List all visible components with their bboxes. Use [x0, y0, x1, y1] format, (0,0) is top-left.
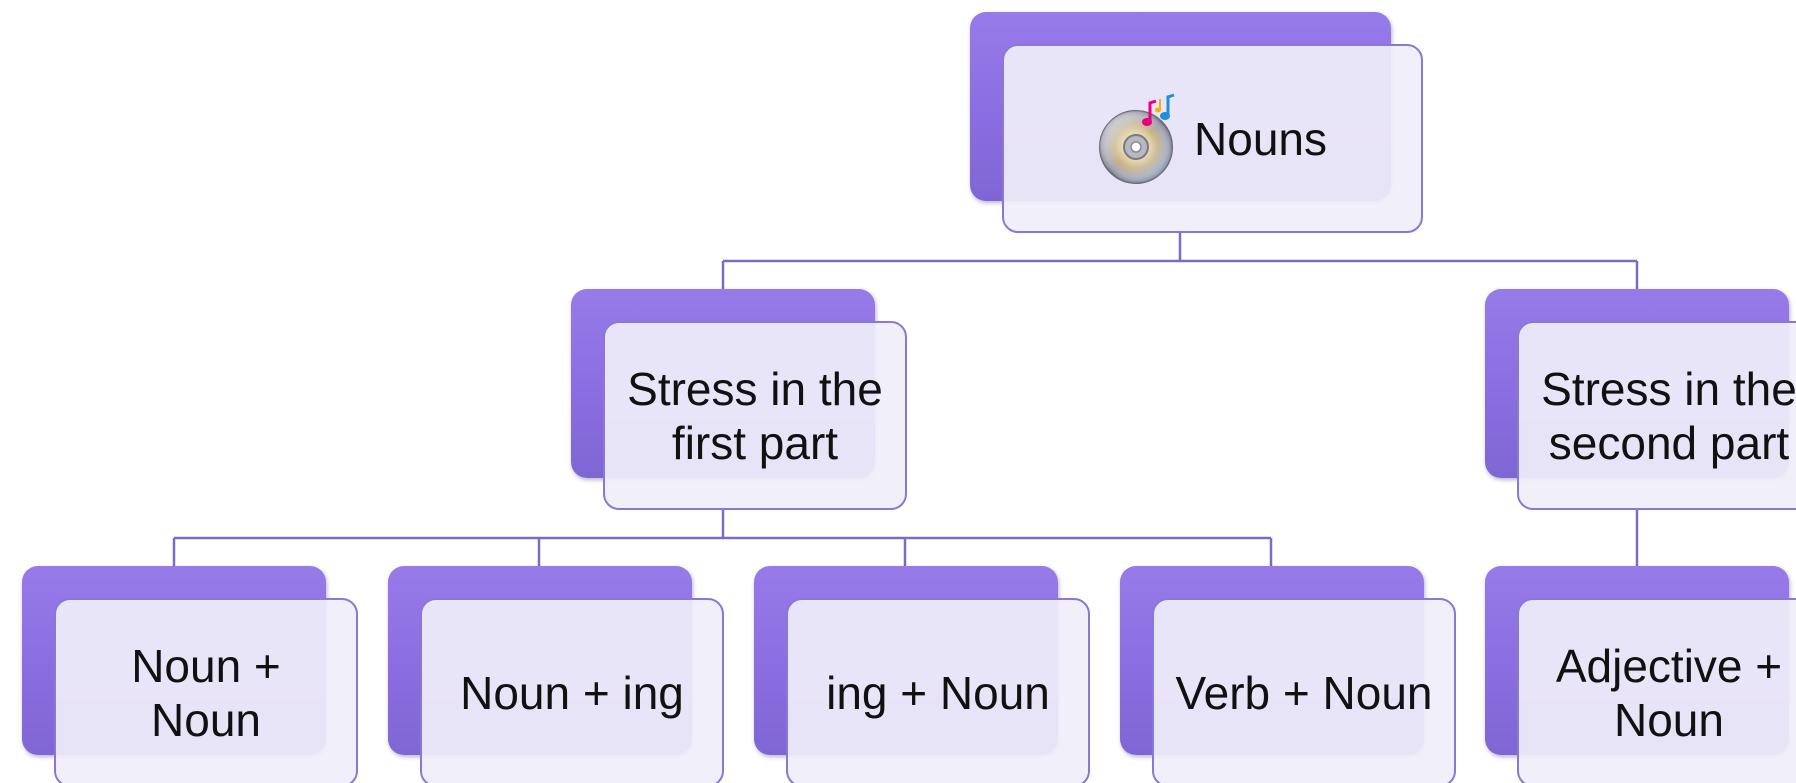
- node-noun-plus-noun: Noun + Noun: [22, 566, 358, 783]
- node-ing-plus-noun: ing + Noun: [754, 566, 1090, 783]
- node-adjective-plus-noun: Adjective + Noun: [1485, 566, 1796, 783]
- node-label: ing + Noun: [826, 666, 1050, 719]
- connector-root-branches: [721, 233, 1639, 289]
- node-front-panel: Verb + Noun: [1152, 598, 1456, 783]
- node-root-nouns: Nouns: [970, 12, 1423, 233]
- node-label: Stress in the first part: [627, 362, 883, 469]
- node-label: Noun + ing: [460, 666, 684, 719]
- node-label: Adjective + Noun: [1555, 639, 1783, 746]
- node-front-panel: ing + Noun: [786, 598, 1090, 783]
- node-stress-first-part: Stress in the first part: [571, 289, 907, 510]
- cd-music-icon: [1099, 93, 1175, 184]
- connector-branch1-children: [172, 510, 1273, 566]
- node-front-panel: Adjective + Noun: [1517, 598, 1796, 783]
- node-front-panel: Noun + Noun: [54, 598, 358, 783]
- node-label: Noun + Noun: [131, 639, 281, 746]
- node-label: Stress in the second part: [1541, 362, 1796, 469]
- node-front-panel: Stress in the second part: [1517, 321, 1796, 510]
- node-verb-plus-noun: Verb + Noun: [1120, 566, 1456, 783]
- node-stress-second-part: Stress in the second part: [1485, 289, 1796, 510]
- node-noun-plus-ing: Noun + ing: [388, 566, 724, 783]
- node-front-panel: Nouns: [1002, 44, 1423, 233]
- node-label: Nouns: [1194, 112, 1327, 165]
- node-label: Verb + Noun: [1175, 666, 1433, 719]
- node-front-panel: Noun + ing: [420, 598, 724, 783]
- node-front-panel: Stress in the first part: [603, 321, 907, 510]
